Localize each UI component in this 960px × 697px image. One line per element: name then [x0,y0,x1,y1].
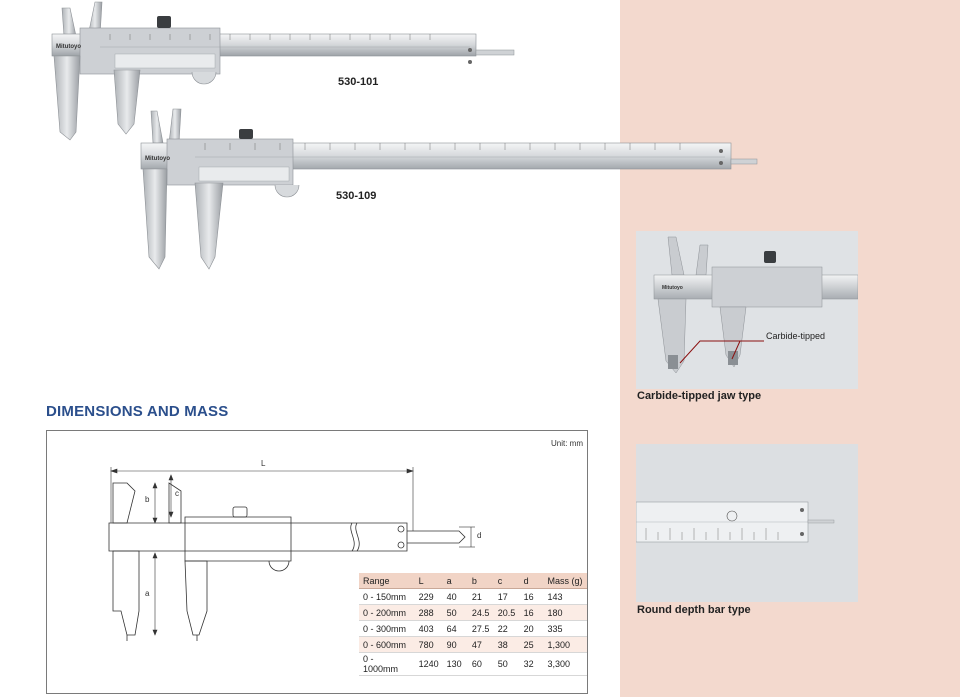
caliper-illustration: Mitutoyo [140,108,758,270]
model-label-530-109: 530-109 [336,190,377,202]
cell: 1240 [414,652,443,676]
cell: 0 - 200mm [359,604,415,621]
cell: 64 [442,620,468,637]
cell: 0 - 600mm [359,636,415,653]
carbide-tipped-photo: Mitutoyo Carbide-tipped [636,231,859,389]
cell: 403 [414,620,443,637]
cell: 780 [414,636,443,653]
table-row: 0 - 1000mm 1240 130 60 50 32 3,300 [359,652,587,676]
cell: 0 - 150mm [359,588,415,605]
cell: 22 [493,620,520,637]
cell: 0 - 1000mm [359,652,415,676]
cell: 20.5 [493,604,520,621]
col-header-mass: Mass (g) [543,573,587,589]
cell: 130 [442,652,468,676]
cell: 16 [519,604,544,621]
dim-label-L: L [261,459,266,468]
round-depth-bar-photo [635,444,858,602]
cell: 3,300 [543,652,587,676]
cell: 60 [467,652,494,676]
carbide-tipped-caption: Carbide-tipped jaw type [637,390,762,402]
cell: 50 [442,604,468,621]
col-header-L: L [414,573,443,589]
depth-bar-illustration [635,444,858,602]
dimensions-table: Range L a b c d Mass (g) 0 - 150mm 229 4… [359,573,587,676]
cell: 288 [414,604,443,621]
cell: 1,300 [543,636,587,653]
cell: 25 [519,636,544,653]
cell: 24.5 [467,604,494,621]
dim-label-b: b [145,495,150,504]
col-header-c: c [493,573,520,589]
col-header-range: Range [359,573,415,589]
svg-text:Mitutoyo: Mitutoyo [662,285,683,291]
col-header-a: a [442,573,468,589]
caliper-image-530-101: Mitutoyo [40,0,520,145]
cell: 143 [543,588,587,605]
col-header-d: d [519,573,544,589]
cell: 32 [519,652,544,676]
cell: 38 [493,636,520,653]
unit-note: Unit: mm [551,439,583,448]
cell: 16 [519,588,544,605]
round-depth-bar-caption: Round depth bar type [637,604,751,616]
cell: 90 [442,636,468,653]
cell: 335 [543,620,587,637]
col-header-b: b [467,573,494,589]
table-row: 0 - 150mm 229 40 21 17 16 143 [359,588,587,605]
cell: 40 [442,588,468,605]
cell: 229 [414,588,443,605]
cell: 21 [467,588,494,605]
cell: 27.5 [467,620,494,637]
table-row: 0 - 600mm 780 90 47 38 25 1,300 [359,636,587,653]
cell: 17 [493,588,520,605]
svg-text:Mitutoyo: Mitutoyo [145,156,170,162]
cell: 20 [519,620,544,637]
carbide-jaw-illustration: Mitutoyo [636,231,859,389]
dim-label-c: c [175,489,179,498]
dim-label-d: d [477,531,482,540]
cell: 180 [543,604,587,621]
caliper-illustration: Mitutoyo [51,1,515,141]
cell: 47 [467,636,494,653]
table-row: 0 - 200mm 288 50 24.5 20.5 16 180 [359,604,587,621]
carbide-callout: Carbide-tipped [766,331,826,341]
model-label-530-101: 530-101 [338,76,379,88]
section-heading: DIMENSIONS AND MASS [46,403,229,420]
svg-text:Mitutoyo: Mitutoyo [56,44,81,50]
dimensions-panel: Unit: mm [46,430,588,694]
cell: 0 - 300mm [359,620,415,637]
table-row: 0 - 300mm 403 64 27.5 22 20 335 [359,620,587,637]
dim-label-a: a [145,589,150,598]
cell: 50 [493,652,520,676]
caliper-image-530-109: Mitutoyo [135,105,760,275]
table-header-row: Range L a b c d Mass (g) [359,573,587,589]
dimension-drawing [108,467,475,641]
